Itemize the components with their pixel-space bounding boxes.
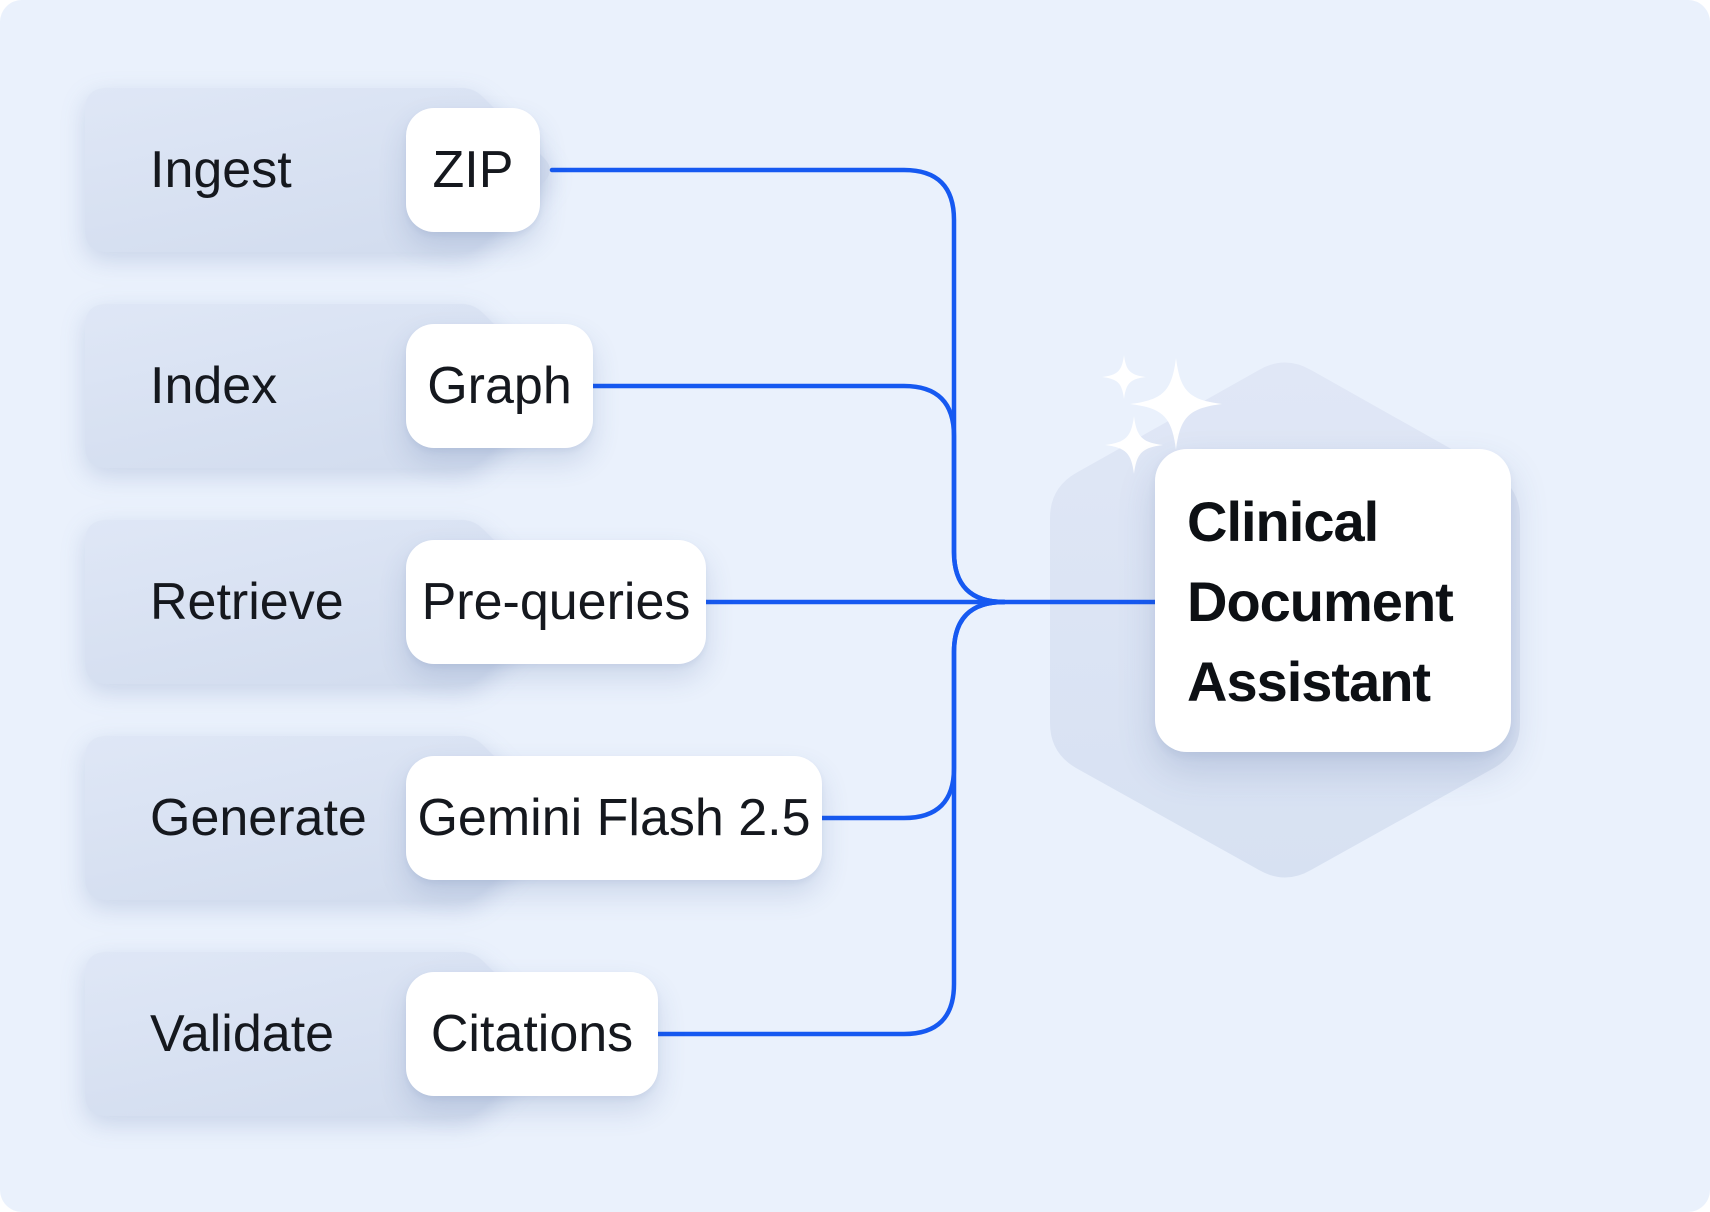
sparkles-icon [1102,355,1222,474]
tool-card-zip: ZIP [406,108,540,232]
tool-card-citations: Citations [406,972,658,1096]
output-title: Clinical Document Assistant [1187,490,1454,713]
stage-label-generate: Generate [150,789,367,847]
stage-label-index: Index [150,357,278,415]
tool-card-gemini-flash: Gemini Flash 2.5 [406,756,822,880]
output-card: Clinical Document Assistant [1155,449,1511,752]
stage-label-retrieve: Retrieve [150,573,344,631]
connector-lines [549,167,1160,1037]
stage-label-validate: Validate [150,1005,335,1063]
stage-label-ingest: Ingest [150,141,292,199]
tool-card-graph: Graph [406,324,593,448]
tool-card-pre-queries: Pre-queries [406,540,706,664]
